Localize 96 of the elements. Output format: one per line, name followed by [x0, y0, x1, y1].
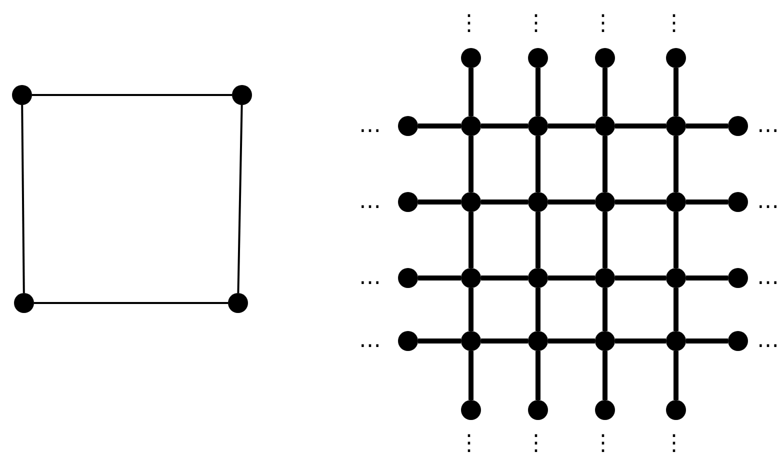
- ellipsis-mark: ⋮: [525, 13, 547, 35]
- ellipsis-mark: …: [359, 267, 381, 289]
- edge-line: [548, 124, 595, 128]
- edge-line: [418, 338, 461, 344]
- edge-line: [548, 338, 595, 344]
- vertex-dot: [728, 192, 748, 212]
- edge-line: [674, 351, 678, 400]
- edge-line: [468, 136, 474, 192]
- vertex-dot: [461, 331, 481, 351]
- vertex-dot: [595, 400, 615, 420]
- vertex-dot: [398, 268, 418, 288]
- ellipsis-mark: ⋮: [458, 13, 480, 35]
- edge-line: [686, 338, 728, 344]
- vertex-dot: [398, 192, 418, 212]
- edge-line: [686, 200, 728, 204]
- edge-line: [21, 104, 25, 294]
- vertex-dot: [595, 192, 615, 212]
- edge-line: [602, 212, 608, 268]
- ellipsis-mark: ⋮: [592, 13, 614, 35]
- vertex-dot: [666, 192, 686, 212]
- vertex-dot: [595, 331, 615, 351]
- vertex-dot: [666, 331, 686, 351]
- vertex-dot: [728, 331, 748, 351]
- edge-line: [548, 200, 595, 204]
- edge-line: [602, 288, 608, 331]
- vertex-dot: [228, 293, 248, 313]
- vertex-dot: [461, 48, 481, 68]
- vertex-dot: [461, 268, 481, 288]
- edge-line: [481, 276, 528, 280]
- ellipsis-mark: …: [359, 191, 381, 213]
- vertex-dot: [528, 400, 548, 420]
- vertex-dot: [14, 293, 34, 313]
- edge-line: [674, 212, 678, 268]
- edge-line: [468, 212, 474, 268]
- edge-line: [602, 136, 608, 192]
- edge-line: [615, 338, 666, 344]
- edge-line: [481, 200, 528, 204]
- vertex-dot: [398, 116, 418, 136]
- edge-line: [615, 124, 666, 128]
- edge-line: [674, 68, 678, 116]
- ellipsis-mark: …: [359, 115, 381, 137]
- edge-line: [615, 200, 666, 204]
- vertex-dot: [461, 192, 481, 212]
- vertex-dot: [666, 400, 686, 420]
- edge-line: [536, 212, 540, 268]
- vertex-dot: [398, 331, 418, 351]
- vertex-dot: [728, 116, 748, 136]
- edge-line: [686, 276, 728, 280]
- edge-line: [468, 68, 474, 116]
- edge-line: [468, 288, 474, 331]
- ellipsis-mark: ⋮: [663, 433, 685, 455]
- vertex-dot: [728, 268, 748, 288]
- vertex-dot: [595, 268, 615, 288]
- ellipsis-mark: ⋮: [525, 433, 547, 455]
- ellipsis-mark: ⋮: [592, 433, 614, 455]
- edge-line: [686, 124, 728, 128]
- ellipsis-mark: …: [359, 330, 381, 352]
- edge-line: [481, 124, 528, 128]
- edge-line: [615, 276, 666, 280]
- edge-line: [602, 68, 608, 116]
- edge-line: [34, 302, 228, 304]
- vertex-dot: [12, 85, 32, 105]
- vertex-dot: [666, 268, 686, 288]
- vertex-dot: [461, 116, 481, 136]
- ellipsis-mark: ⋮: [458, 433, 480, 455]
- vertex-dot: [528, 48, 548, 68]
- edge-line: [418, 124, 461, 128]
- edge-line: [536, 136, 540, 192]
- vertex-dot: [528, 192, 548, 212]
- ellipsis-mark: ⋮: [663, 13, 685, 35]
- edge-line: [418, 200, 461, 204]
- vertex-dot: [528, 116, 548, 136]
- vertex-dot: [595, 116, 615, 136]
- edge-line: [602, 351, 608, 400]
- edge-line: [674, 136, 678, 192]
- edge-line: [674, 288, 678, 331]
- edge-line: [548, 276, 595, 280]
- edge-line: [32, 94, 232, 96]
- vertex-dot: [461, 400, 481, 420]
- edge-line: [536, 288, 540, 331]
- vertex-dot: [666, 116, 686, 136]
- vertex-dot: [595, 48, 615, 68]
- edge-line: [536, 351, 540, 400]
- vertex-dot: [528, 268, 548, 288]
- vertex-dot: [232, 85, 252, 105]
- vertex-dot: [666, 48, 686, 68]
- edge-line: [237, 104, 243, 294]
- edge-line: [468, 351, 474, 400]
- ellipsis-mark: …: [757, 330, 779, 352]
- ellipsis-mark: …: [757, 191, 779, 213]
- edge-line: [536, 68, 540, 116]
- edge-line: [418, 276, 461, 280]
- edge-line: [481, 338, 528, 344]
- ellipsis-mark: …: [757, 267, 779, 289]
- vertex-dot: [528, 331, 548, 351]
- ellipsis-mark: …: [757, 115, 779, 137]
